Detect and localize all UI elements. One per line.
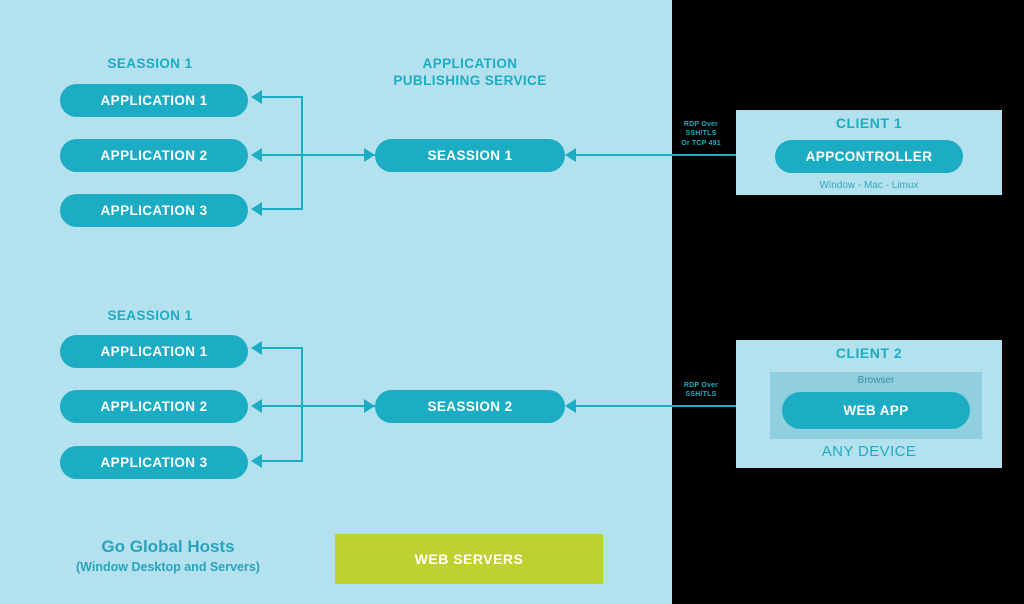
arrowhead-session-1-in bbox=[364, 148, 375, 162]
protocol-label-1: RDP Over SSH/TLS Or TCP 491 bbox=[681, 121, 721, 147]
black-background-panel bbox=[672, 0, 1024, 604]
connector-main-group-2 bbox=[262, 405, 375, 407]
client-2-title: CLIENT 2 bbox=[835, 345, 903, 361]
arrowhead-app-1-1 bbox=[251, 90, 262, 104]
web-app-pill[interactable]: WEB APP bbox=[782, 392, 970, 429]
web-servers-box[interactable]: WEB SERVERS bbox=[335, 534, 603, 584]
protocol-label-2: RDP Over SSH/TLS bbox=[683, 382, 719, 399]
application-pill-1-1[interactable]: APPLICATION 1 bbox=[60, 84, 248, 117]
session-pill-1[interactable]: SEASSION 1 bbox=[375, 139, 565, 172]
group-1-heading: SEASSION 1 bbox=[107, 56, 193, 71]
browser-container: Browser WEB APP bbox=[770, 372, 982, 439]
brand-block: Go Global Hosts (Window Desktop and Serv… bbox=[18, 536, 318, 576]
application-pill-2-3[interactable]: APPLICATION 3 bbox=[60, 446, 248, 479]
brand-subtitle: (Window Desktop and Servers) bbox=[76, 559, 260, 574]
session-pill-2[interactable]: SEASSION 2 bbox=[375, 390, 565, 423]
arrowhead-session-2-in bbox=[364, 399, 375, 413]
arrowhead-app-1-2 bbox=[251, 148, 262, 162]
connector-branch-2-3 bbox=[262, 460, 302, 462]
application-pill-1-3[interactable]: APPLICATION 3 bbox=[60, 194, 248, 227]
connector-branch-1-3 bbox=[262, 208, 302, 210]
connector-session-1-to-client-1 bbox=[576, 154, 780, 156]
client-2-panel: CLIENT 2 Browser WEB APP ANY DEVICE bbox=[736, 340, 1002, 468]
application-publishing-service-heading: APPLICATION PUBLISHING SERVICE bbox=[393, 56, 547, 88]
client-2-footer: ANY DEVICE bbox=[821, 443, 917, 460]
client-1-panel: CLIENT 1 APPCONTROLLER Window - Mac - Li… bbox=[736, 110, 1002, 195]
client-1-title: CLIENT 1 bbox=[835, 115, 903, 131]
application-pill-2-2[interactable]: APPLICATION 2 bbox=[60, 390, 248, 423]
application-pill-2-1[interactable]: APPLICATION 1 bbox=[60, 335, 248, 368]
brand-title: Go Global Hosts bbox=[101, 537, 235, 556]
connector-vertical-group-2 bbox=[301, 347, 303, 462]
arrowhead-session-1-out bbox=[565, 148, 576, 162]
arrowhead-session-2-out bbox=[565, 399, 576, 413]
browser-label: Browser bbox=[857, 375, 895, 386]
connector-session-2-to-client-2 bbox=[576, 405, 800, 407]
appcontroller-pill[interactable]: APPCONTROLLER bbox=[775, 140, 963, 173]
application-pill-1-2[interactable]: APPLICATION 2 bbox=[60, 139, 248, 172]
connector-branch-1-1 bbox=[262, 96, 302, 98]
arrowhead-app-2-2 bbox=[251, 399, 262, 413]
arrowhead-app-1-3 bbox=[251, 202, 262, 216]
connector-branch-2-1 bbox=[262, 347, 302, 349]
arrowhead-app-2-3 bbox=[251, 454, 262, 468]
connector-main-group-1 bbox=[262, 154, 375, 156]
client-1-subtitle: Window - Mac - Limux bbox=[819, 180, 919, 191]
group-2-heading: SEASSION 1 bbox=[107, 308, 193, 323]
connector-vertical-group-1 bbox=[301, 96, 303, 210]
arrowhead-app-2-1 bbox=[251, 341, 262, 355]
